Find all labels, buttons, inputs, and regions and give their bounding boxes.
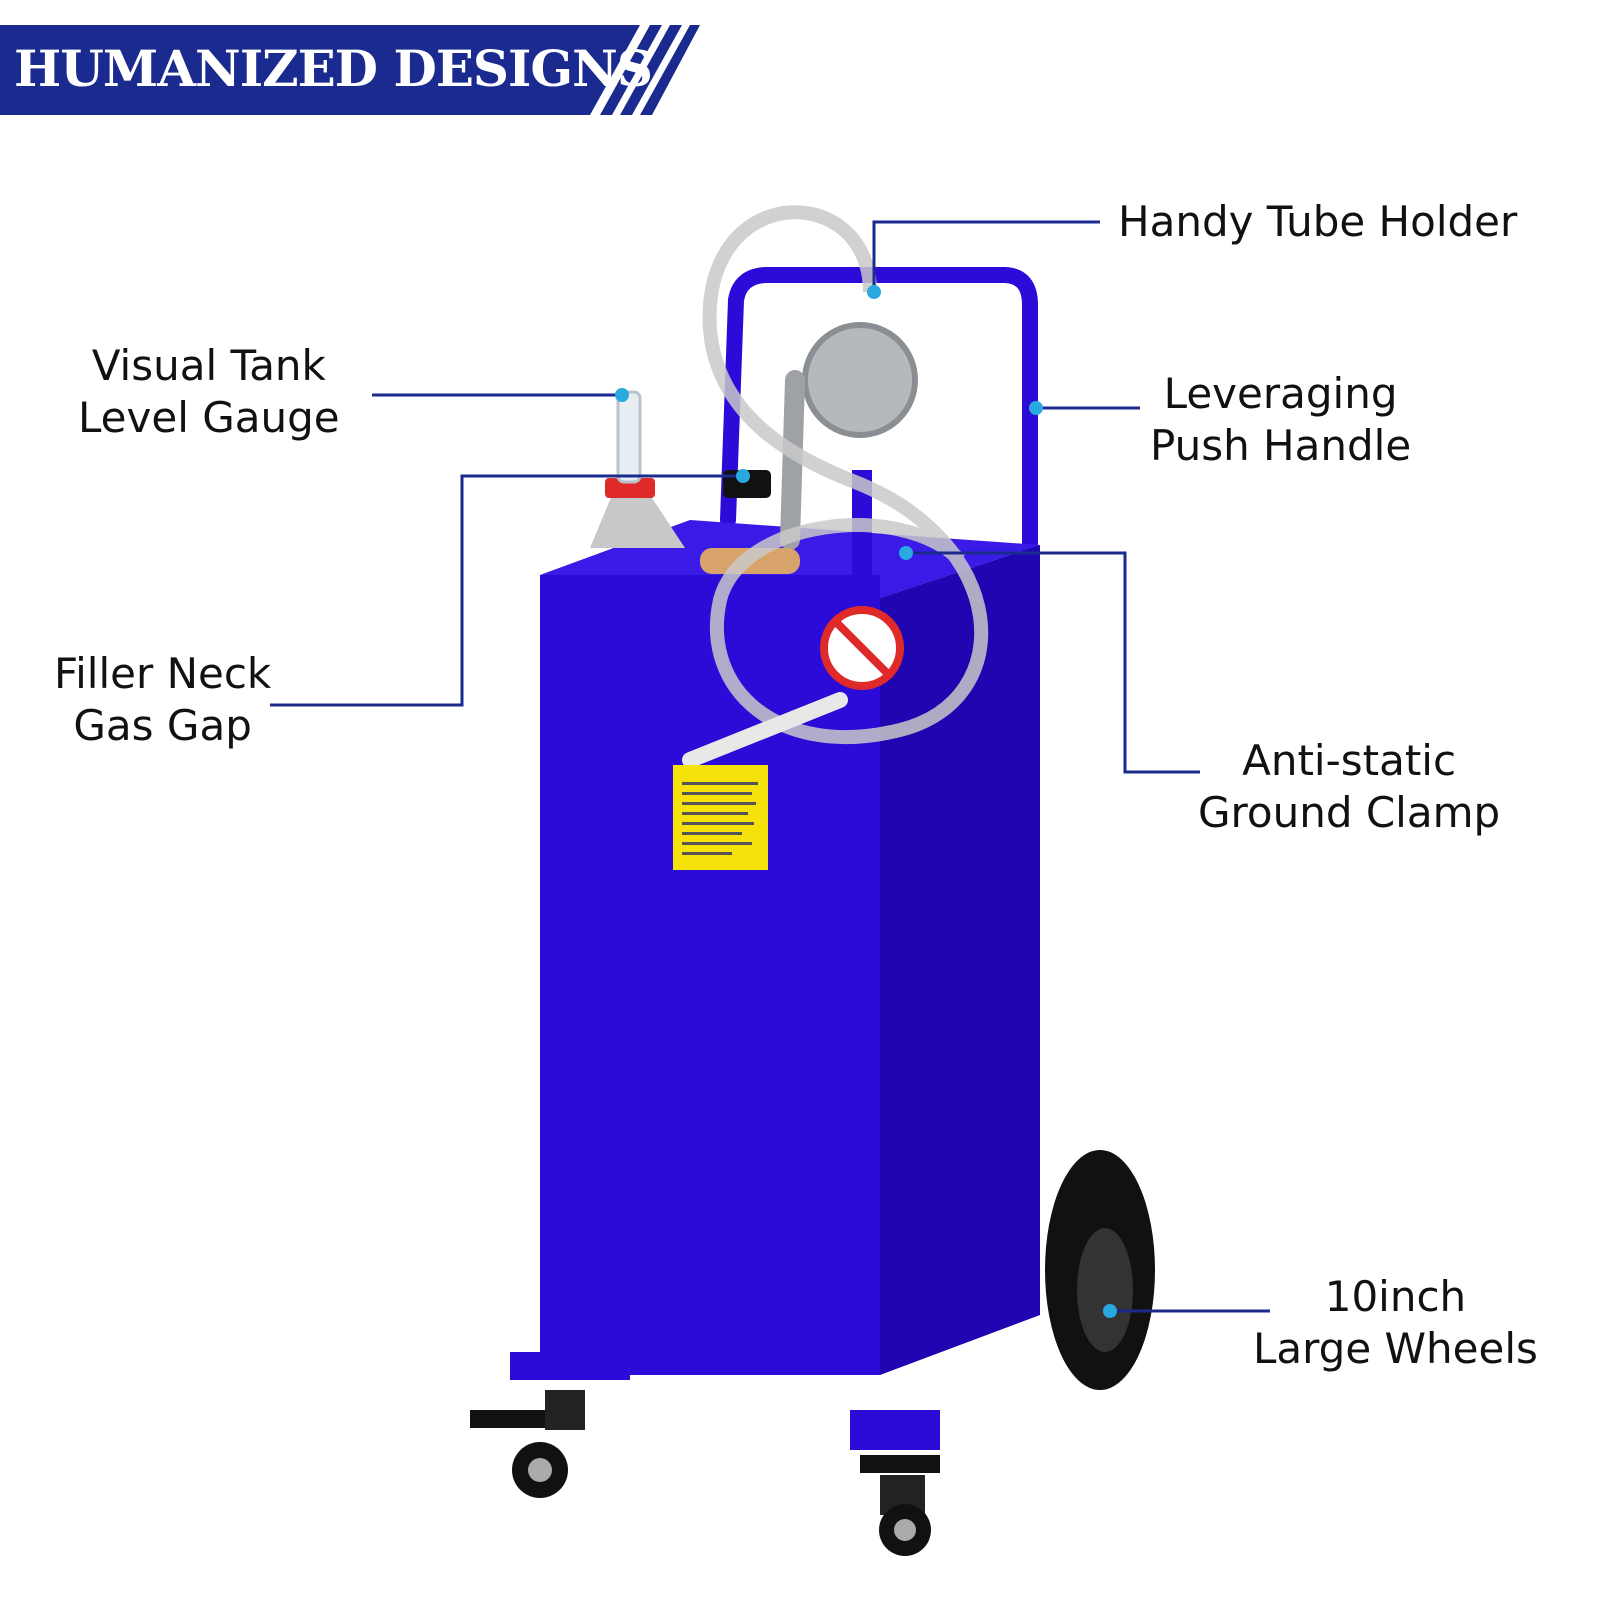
banner-background: [0, 25, 700, 115]
callout-wheels-line-1: 10inch: [1324, 1272, 1467, 1321]
callout-ground-clamp-line-1: Anti-static: [1242, 736, 1457, 785]
tank-front: [540, 575, 880, 1375]
filler-cap: [605, 478, 655, 498]
callout-filler-neck-line-2: Gas Gap: [73, 701, 252, 750]
wheel-hub: [1077, 1228, 1133, 1352]
leader-line-tube-holder: [872, 220, 1100, 292]
callout-tube-holder-line-1: Handy Tube Holder: [1118, 197, 1518, 246]
callout-push-handle-line-2: Push Handle: [1150, 421, 1412, 470]
hose: [702, 205, 989, 745]
callout-wheels: 10inch Large Wheels: [1253, 1271, 1538, 1375]
rear-base-plate: [850, 1410, 940, 1450]
rear-caster: [860, 1455, 940, 1556]
pump-lever: [780, 370, 805, 550]
no-smoking-sign: [820, 606, 904, 690]
front-caster: [470, 1390, 585, 1498]
callout-push-handle-line-1: Leveraging: [1163, 369, 1398, 418]
callout-push-handle: Leveraging Push Handle: [1150, 368, 1411, 472]
callout-tank-gauge-line-2: Level Gauge: [78, 393, 340, 442]
callout-ground-clamp-line-2: Ground Clamp: [1198, 788, 1501, 837]
callout-wheels-line-2: Large Wheels: [1253, 1324, 1538, 1373]
callout-tank-gauge: Visual Tank Level Gauge: [78, 340, 340, 444]
leader-lines: [270, 220, 1270, 1313]
push-handle: [720, 267, 1038, 568]
callout-tank-gauge-line-1: Visual Tank: [91, 341, 326, 390]
leader-line-filler-neck: [270, 474, 743, 707]
banner: HUMANIZED DESIGNS: [0, 25, 700, 115]
tank-level-gauge: [616, 390, 642, 484]
banner-title: HUMANIZED DESIGNS: [14, 39, 653, 98]
warning-label: [673, 765, 768, 870]
rotary-pump: [802, 322, 918, 438]
leader-dots: [615, 285, 1117, 1318]
filler-neck-funnel: [590, 495, 685, 548]
front-base-plate: [510, 1352, 630, 1380]
callout-filler-neck: Filler Neck Gas Gap: [54, 648, 271, 752]
callout-tube-holder: Handy Tube Holder: [1118, 196, 1517, 248]
callout-filler-neck-line-1: Filler Neck: [54, 649, 272, 698]
tank-side: [880, 545, 1040, 1375]
leader-line-ground-clamp: [906, 551, 1200, 774]
callout-ground-clamp: Anti-static Ground Clamp: [1198, 735, 1500, 839]
discharge-nozzle: [682, 692, 848, 768]
